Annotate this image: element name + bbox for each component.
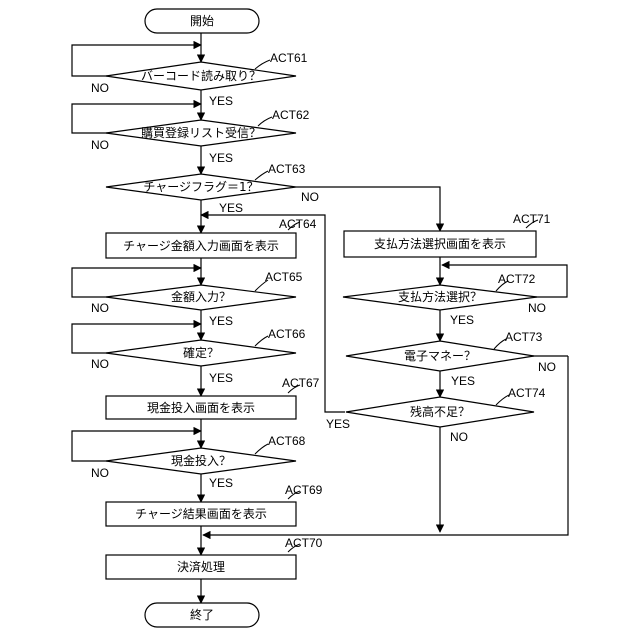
branch-act66-yes: YES	[209, 371, 233, 385]
decision-act74-text: 残高不足？	[410, 404, 470, 419]
process-act64: チャージ金額入力画面を表示	[106, 233, 296, 258]
decision-act68-text: 現金投入？	[171, 453, 231, 468]
branch-act63-no: NO	[301, 190, 319, 204]
step-id-act64: ACT64	[279, 217, 317, 231]
step-id-act69: ACT69	[285, 483, 323, 497]
branch-act73-yes: YES	[451, 374, 475, 388]
step-id-act63: ACT63	[268, 162, 306, 176]
step-id-act70: ACT70	[285, 536, 323, 550]
decision-act68: 現金投入？	[106, 448, 296, 474]
step-id-act67: ACT67	[282, 376, 320, 390]
start-label: 開始	[190, 14, 214, 28]
decision-act74: 残高不足？	[346, 397, 534, 427]
process-act64-text: チャージ金額入力画面を表示	[123, 238, 279, 253]
branch-act74-no: NO	[450, 430, 468, 444]
step-id-act61: ACT61	[270, 51, 308, 65]
branch-act62-no: NO	[91, 138, 109, 152]
step-id-act65: ACT65	[265, 270, 303, 284]
decision-act63-text: チャージフラグ＝1？	[143, 180, 258, 194]
decision-act63: チャージフラグ＝1？	[106, 174, 296, 200]
branch-labels: NO YES NO YES NO YES NO YES NO YES NO YE…	[91, 81, 556, 490]
decision-act66: 確定？	[106, 340, 296, 366]
process-act67-text: 現金投入画面を表示	[147, 400, 255, 415]
process-act69: チャージ結果画面を表示	[106, 502, 296, 526]
end-label: 終了	[190, 607, 214, 622]
process-act70: 決済処理	[106, 555, 296, 579]
branch-act68-no: NO	[91, 466, 109, 480]
branch-act68-yes: YES	[209, 476, 233, 490]
process-act67: 現金投入画面を表示	[106, 396, 296, 419]
branch-act62-yes: YES	[209, 151, 233, 165]
step-id-act68: ACT68	[268, 434, 306, 448]
decision-act72: 支払方法選択？	[343, 285, 537, 310]
decision-act66-text: 確定？	[183, 345, 219, 360]
step-id-act71: ACT71	[513, 212, 551, 226]
decision-act72-text: 支払方法選択？	[398, 289, 482, 304]
process-act71-text: 支払方法選択画面を表示	[374, 236, 506, 251]
branch-act61-no: NO	[91, 81, 109, 95]
decision-act62: 購買登録リスト受信？	[106, 120, 296, 146]
branch-act61-yes: YES	[209, 94, 233, 108]
branch-act63-yes: YES	[219, 201, 243, 215]
decision-act65-text: 金額入力？	[171, 289, 231, 304]
branch-act73-no: NO	[538, 360, 556, 374]
branch-act72-yes: YES	[450, 313, 474, 327]
decision-act62-text: 購買登録リスト受信？	[141, 125, 261, 140]
branch-act66-no: NO	[91, 357, 109, 371]
step-id-act62: ACT62	[272, 108, 310, 122]
start-terminal: 開始	[145, 9, 259, 33]
end-terminal: 終了	[145, 603, 259, 627]
process-act71: 支払方法選択画面を表示	[344, 231, 536, 257]
decision-act61-text: バーコード読み取り？	[141, 68, 261, 83]
process-act70-text: 決済処理	[177, 559, 225, 574]
decision-act73: 電子マネー？	[346, 341, 534, 371]
step-id-act74: ACT74	[508, 386, 546, 400]
decision-act73-text: 電子マネー？	[404, 349, 476, 363]
branch-act65-yes: YES	[209, 314, 233, 328]
step-id-act73: ACT73	[505, 330, 543, 344]
branch-act74-yes: YES	[326, 417, 350, 431]
branch-act65-no: NO	[91, 301, 109, 315]
process-act69-text: チャージ結果画面を表示	[135, 507, 267, 521]
decision-act65: 金額入力？	[106, 285, 296, 310]
branch-act72-no: NO	[528, 301, 546, 315]
step-id-act72: ACT72	[498, 272, 536, 286]
step-id-act66: ACT66	[268, 327, 306, 341]
decision-act61: バーコード読み取り？	[106, 62, 296, 90]
